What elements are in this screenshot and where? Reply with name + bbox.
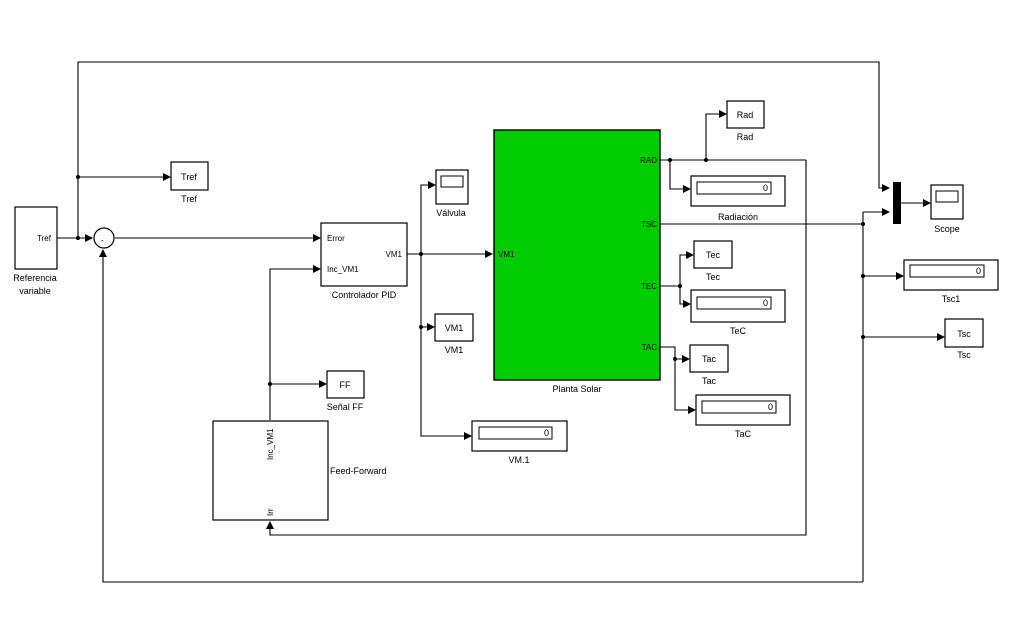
valvula-caption: Válvula	[436, 208, 466, 218]
planta-tsc-port: TSC	[641, 220, 657, 229]
planta-solar-block[interactable]: VM1 RAD TSC TEC TAC Planta Solar	[493, 129, 661, 394]
valvula-scope-block[interactable]: Válvula	[435, 169, 469, 218]
tec-display-caption: TeC	[730, 326, 747, 336]
tsc-goto-block[interactable]: Tsc Tsc	[944, 318, 984, 360]
vm1-display-block[interactable]: 0 VM.1	[471, 420, 568, 465]
rad-goto-caption: Rad	[737, 132, 754, 142]
tref-goto-label: Tref	[181, 172, 197, 182]
tsc1-display-value: 0	[976, 266, 981, 276]
senal-ff-caption: Señal FF	[327, 402, 364, 412]
tac-goto-caption: Tac	[702, 376, 717, 386]
planta-tec-port: TEC	[641, 282, 657, 291]
vm1-display-caption: VM.1	[508, 455, 529, 465]
scope-caption: Scope	[934, 224, 960, 234]
rad-goto-label: Rad	[737, 110, 754, 120]
pid-controller-block[interactable]: Error Inc_VM1 VM1 Controlador PID	[320, 222, 408, 300]
radiacion-display-value: 0	[763, 183, 768, 193]
tec-goto-caption: Tec	[706, 272, 721, 282]
referencia-inner-label: Tref	[37, 234, 52, 243]
tac-display-value: 0	[768, 402, 773, 412]
sum-sign: -	[101, 236, 104, 245]
vm1-display-value: 0	[544, 428, 549, 438]
rad-goto-block[interactable]: Rad Rad	[726, 100, 765, 142]
sum-block[interactable]: -	[93, 227, 115, 249]
pid-incvm1-port: Inc_VM1	[327, 265, 359, 274]
feedforward-block[interactable]: Inc_VM1 Irr Feed-Forward	[212, 420, 387, 521]
tac-display-caption: TaC	[735, 429, 752, 439]
planta-vm1-port: VM1	[498, 250, 515, 259]
feedforward-in-port: Irr	[266, 508, 275, 516]
senal-ff-label: FF	[340, 380, 351, 390]
tref-goto-block[interactable]: Tref Tref	[170, 161, 209, 204]
referencia-caption-1: Referencia	[13, 273, 57, 283]
tsc1-display-block[interactable]: 0 Tsc1	[903, 259, 999, 304]
planta-tac-port: TAC	[642, 343, 658, 352]
pid-caption: Controlador PID	[332, 290, 397, 300]
tsc-goto-caption: Tsc	[957, 350, 971, 360]
radiacion-display-caption: Radiación	[718, 212, 758, 222]
planta-rad-port: RAD	[640, 156, 657, 165]
tec-goto-label: Tec	[706, 250, 721, 260]
senal-ff-block[interactable]: FF Señal FF	[326, 370, 365, 412]
planta-caption: Planta Solar	[552, 384, 601, 394]
junction-dots	[76, 158, 865, 386]
tec-display-value: 0	[763, 298, 768, 308]
tec-goto-block[interactable]: Tec Tec	[693, 240, 733, 282]
tac-goto-block[interactable]: Tac Tac	[689, 344, 729, 386]
mux-block[interactable]	[893, 182, 901, 224]
vm1-goto-caption: VM1	[445, 345, 464, 355]
vm1-goto-label: VM1	[445, 323, 464, 333]
referencia-caption-2: variable	[19, 286, 51, 296]
tsc-goto-label: Tsc	[957, 329, 971, 339]
vm1-goto-block[interactable]: VM1 VM1	[434, 313, 474, 355]
tec-display-block[interactable]: 0 TeC	[690, 289, 786, 336]
tref-goto-caption: Tref	[181, 194, 197, 204]
tsc1-display-caption: Tsc1	[942, 294, 961, 304]
feedforward-out-port: Inc_VM1	[266, 428, 275, 460]
tac-display-block[interactable]: 0 TaC	[695, 394, 791, 439]
pid-error-port: Error	[327, 234, 345, 243]
scope-block[interactable]: Scope	[930, 184, 964, 234]
tac-goto-label: Tac	[702, 354, 717, 364]
referencia-variable-block[interactable]: Tref Referencia variable	[13, 206, 58, 296]
signal-lines	[57, 61, 945, 583]
pid-vm1-port: VM1	[386, 250, 403, 259]
feedforward-caption: Feed-Forward	[330, 466, 387, 476]
radiacion-display-block[interactable]: 0 Radiación	[690, 175, 786, 222]
